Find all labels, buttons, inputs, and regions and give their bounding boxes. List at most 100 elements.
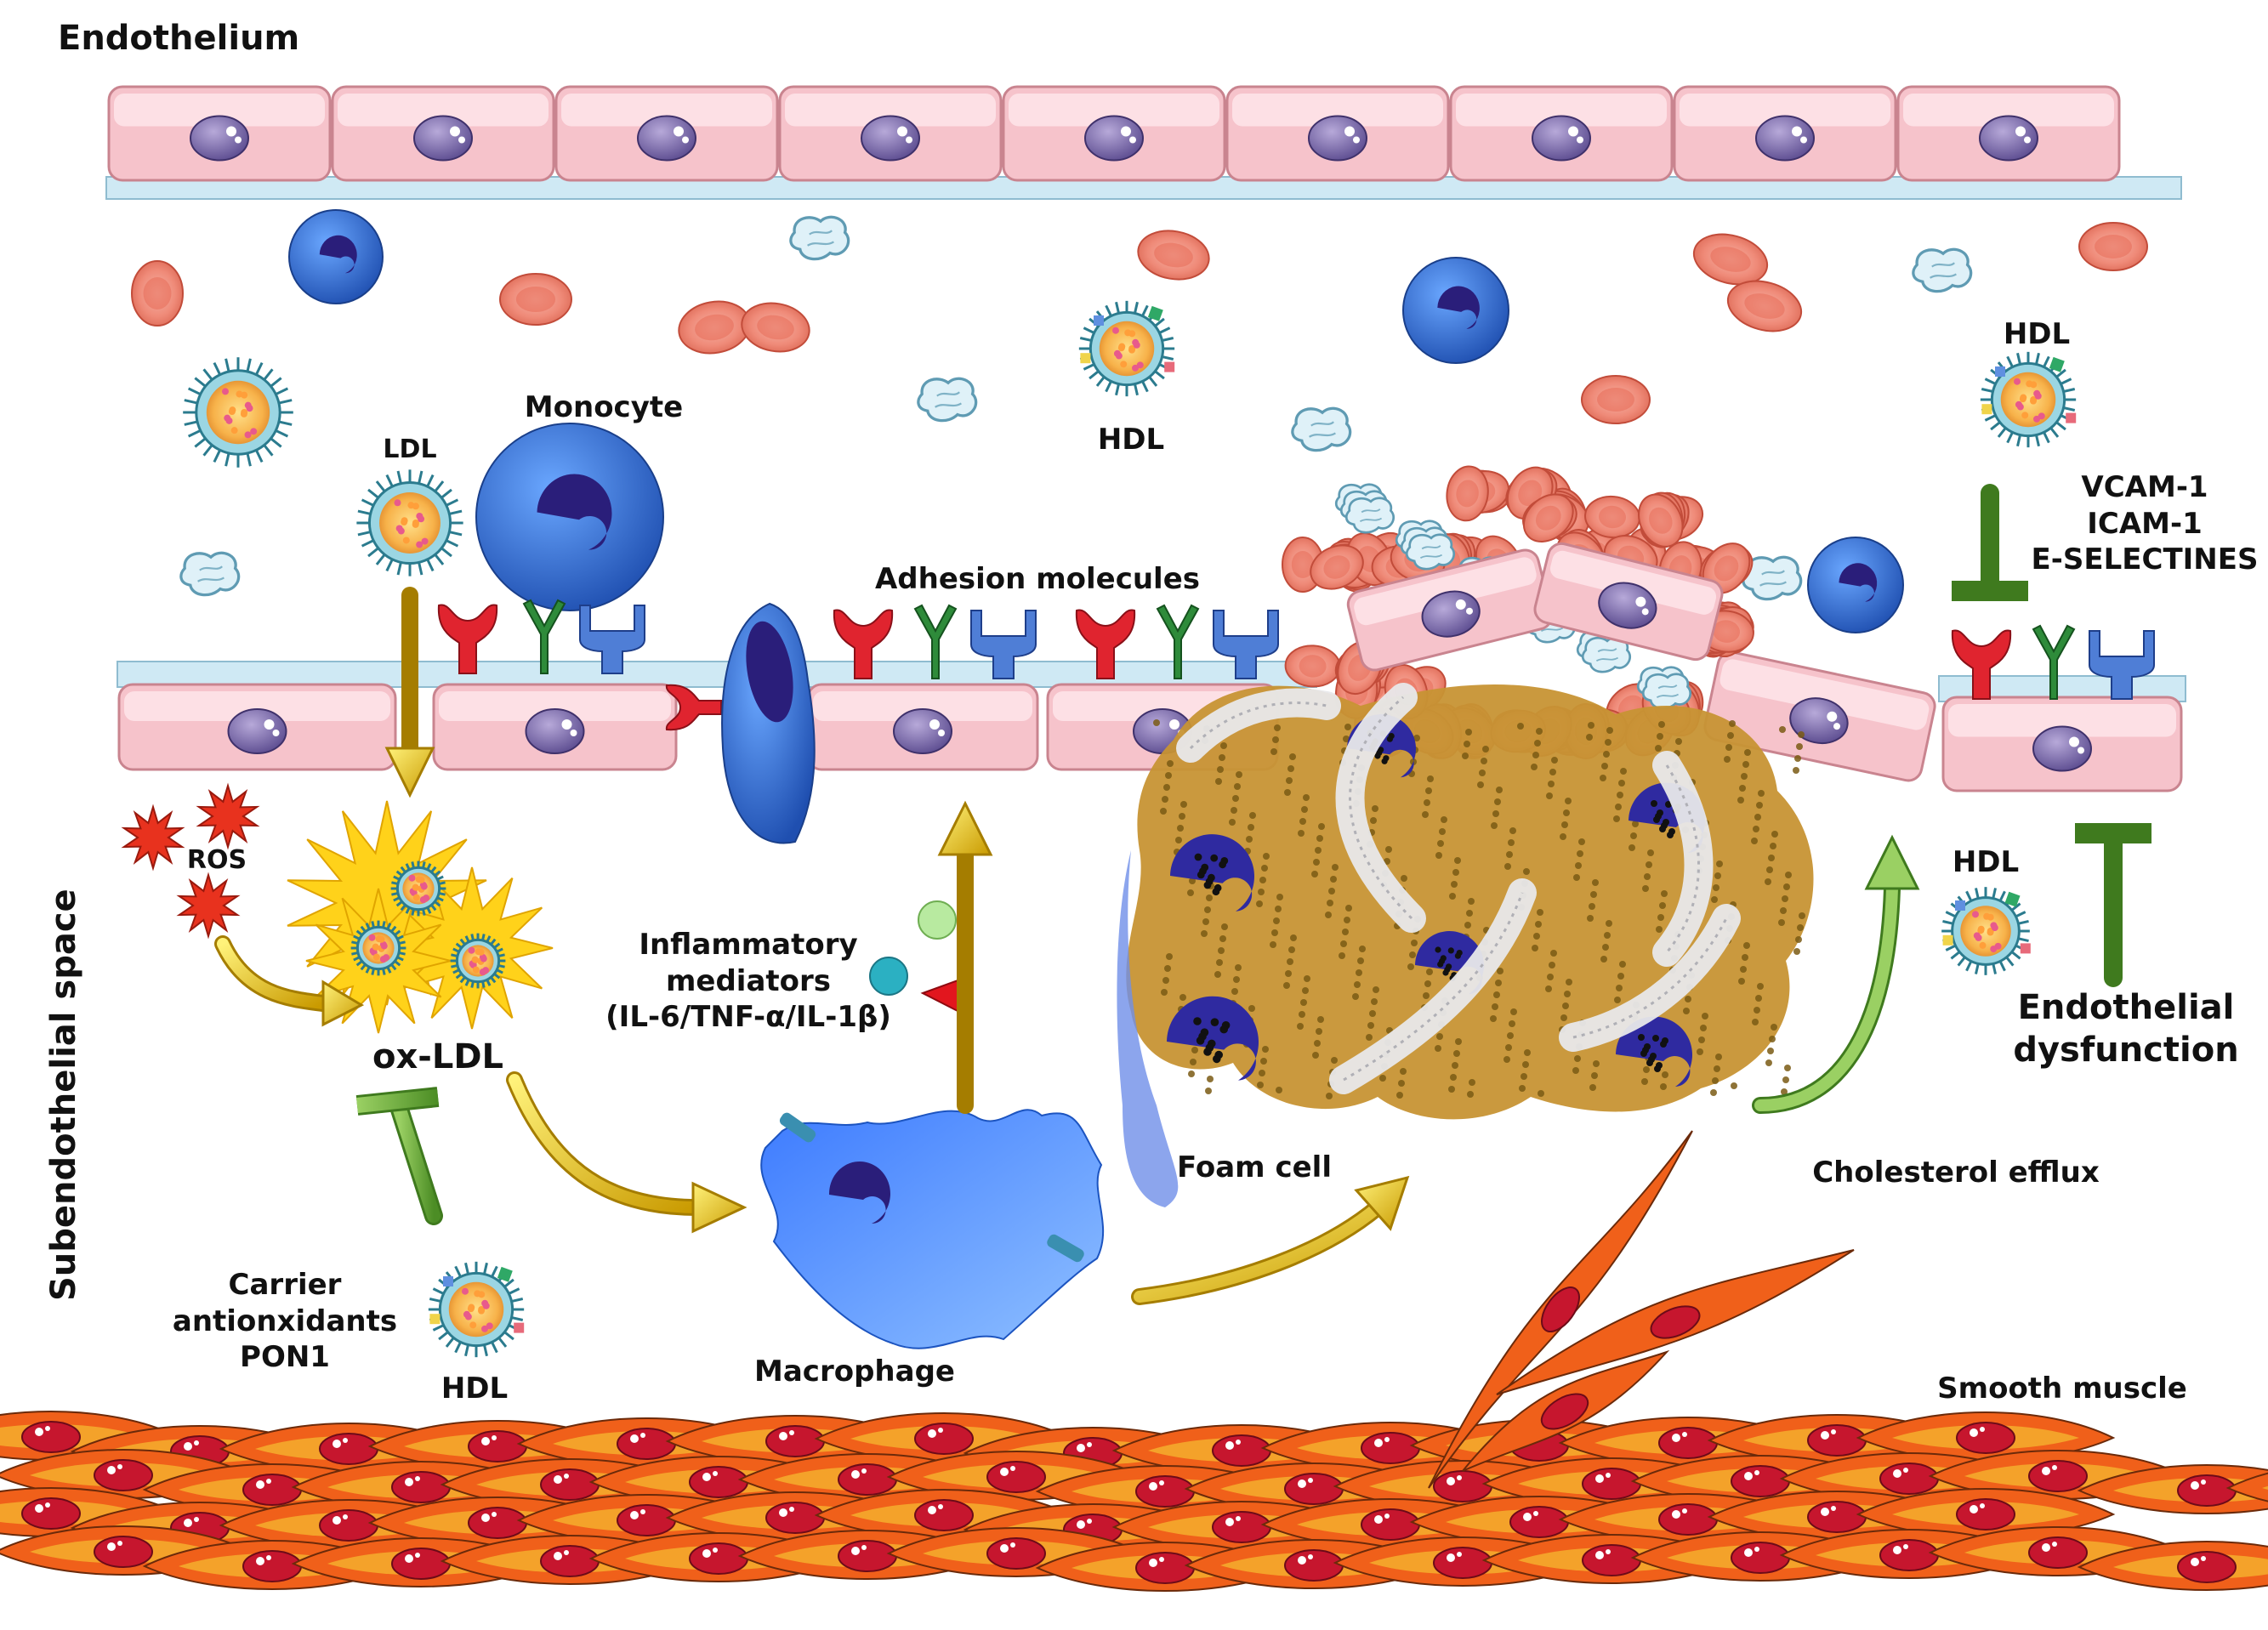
red-blood-cell xyxy=(741,302,810,353)
receptor-selectin xyxy=(1951,629,2012,700)
ldl-particle-lumen xyxy=(183,357,293,468)
smooth-muscle-nucleus xyxy=(94,1536,153,1568)
smooth-muscle-nucleus xyxy=(1433,1547,1492,1579)
smooth-muscle-nucleus xyxy=(1731,1465,1790,1497)
smooth-muscle-nucleus xyxy=(1879,1462,1939,1495)
receptor-icam xyxy=(2032,624,2076,700)
receptor-selectin xyxy=(1075,609,1136,679)
red-blood-cell xyxy=(1692,233,1769,286)
smooth-muscle-nucleus xyxy=(468,1507,527,1539)
endothelial-cell-top xyxy=(1225,85,1450,182)
smooth-muscle-nucleus xyxy=(1879,1539,1939,1571)
monocyte-nucleus xyxy=(1839,563,1878,602)
clot-platelet xyxy=(1344,497,1395,534)
inflammatory-line: Inflammatory xyxy=(639,928,858,962)
smooth-muscle-nucleus xyxy=(1135,1475,1195,1508)
smooth-muscle-nucleus xyxy=(1433,1470,1492,1502)
smooth-muscle-nucleus xyxy=(1807,1501,1867,1533)
smooth-muscle-nucleus xyxy=(1509,1506,1569,1538)
clot-platelet xyxy=(1581,636,1632,673)
smooth-muscle-nucleus xyxy=(1582,1544,1641,1576)
hdl-right-label: HDL xyxy=(1952,845,2020,879)
smooth-muscle-nucleus xyxy=(838,1463,897,1496)
endothelial-cell-top xyxy=(1896,85,2121,182)
smooth-muscle-cell-migrating xyxy=(1428,1130,1693,1489)
hdl-particle-top-right xyxy=(1980,351,2077,448)
smooth-muscle-nucleus xyxy=(1212,1511,1271,1543)
endothelial-cell-lifted xyxy=(1703,650,1936,782)
macrophage xyxy=(760,1109,1105,1349)
red-blood-cell xyxy=(2078,222,2148,271)
ox-ldl-burst xyxy=(287,800,487,1006)
smooth-muscle-layer xyxy=(0,1130,2268,1592)
smooth-muscle-nucleus xyxy=(2028,1460,2088,1492)
monocyte-adhering xyxy=(1807,537,1904,633)
arrow-oxldl-macrophage xyxy=(506,1071,747,1234)
smooth-muscle-nucleus xyxy=(242,1550,302,1582)
foam-cell-cluster xyxy=(1117,683,1814,1207)
nucleus xyxy=(1598,582,1657,629)
foam-cell-nucleus xyxy=(1170,834,1254,912)
monocyte-circulating xyxy=(1402,257,1509,364)
carrier-line: Carrier xyxy=(228,1268,342,1302)
cholesterol-crystal xyxy=(1652,751,1714,967)
endothelial-cell-top xyxy=(554,85,779,182)
smooth-muscle-nucleus xyxy=(21,1497,81,1530)
smooth-muscle-nucleus xyxy=(765,1425,825,1457)
adhesion-molecules-label: Adhesion molecules xyxy=(874,562,1201,596)
inflammatory-line: (IL-6/TNF-α/IL-1β) xyxy=(605,1000,891,1034)
monocyte-nucleus xyxy=(537,474,612,550)
smooth-muscle-nucleus xyxy=(1361,1508,1420,1541)
macrophage-nucleus xyxy=(828,1161,890,1224)
smooth-muscle-nucleus xyxy=(1284,1473,1344,1505)
smooth-muscle-nucleus xyxy=(319,1509,378,1542)
platelet xyxy=(179,551,241,597)
red-blood-cell xyxy=(499,273,572,326)
endothelium-label: Endothelium xyxy=(58,19,300,58)
smooth-muscle-cell-migrating xyxy=(1462,1349,1670,1472)
smooth-muscle-nucleus xyxy=(914,1423,974,1455)
arrow-macrophage-foam xyxy=(1131,1175,1410,1305)
smooth-muscle-nucleus xyxy=(1956,1498,2015,1531)
clot-red-blood-cell xyxy=(1310,544,1364,590)
cholesterol-efflux-label: Cholesterol efflux xyxy=(1812,1156,2100,1190)
ros-molecule xyxy=(176,872,241,940)
platelet xyxy=(917,377,978,423)
monocyte-main xyxy=(475,423,664,611)
ox-ldl-particle xyxy=(350,920,406,976)
endothelial-cell-top xyxy=(1449,85,1674,182)
ros-label: ROS xyxy=(186,845,247,875)
foam-cell-nucleus xyxy=(1167,996,1259,1081)
ros-molecule xyxy=(196,782,260,850)
receptor-icam xyxy=(913,604,958,679)
ox-ldl-particle xyxy=(450,933,506,989)
smooth-muscle-nucleus xyxy=(689,1466,748,1498)
ldl-label: LDL xyxy=(383,434,437,464)
platelet xyxy=(1291,406,1352,452)
smooth-muscle-nucleus xyxy=(391,1548,451,1580)
endothelial-cell-right xyxy=(1941,696,2183,792)
endothelial-cell-top xyxy=(1002,85,1226,182)
hdl-bottom-label: HDL xyxy=(441,1372,509,1406)
mediator-sphere-teal xyxy=(869,957,908,996)
smooth-muscle-nucleus xyxy=(1135,1552,1195,1584)
endothelial-cell-top xyxy=(778,85,1003,182)
monocyte-transmigrating xyxy=(721,602,816,844)
ldl-particle xyxy=(356,469,463,576)
endothelial-cell-lower xyxy=(117,683,397,771)
clot-red-blood-cell xyxy=(1638,493,1684,548)
smooth-muscle-nucleus xyxy=(2177,1551,2237,1583)
smooth-muscle-nucleus xyxy=(468,1430,527,1462)
smooth-muscle-nucleus xyxy=(1658,1427,1718,1459)
foam-cell-nucleus xyxy=(1415,931,1484,995)
smooth-muscle-cell-migrating xyxy=(1496,1249,1855,1395)
hdl-top-right-label: HDL xyxy=(2003,317,2071,351)
arrow-ldl-entry xyxy=(384,587,435,798)
platelet xyxy=(1912,247,1973,293)
smooth-muscle-nucleus xyxy=(617,1428,676,1460)
smooth-muscle-nucleus xyxy=(617,1504,676,1536)
receptor-vcam xyxy=(579,605,645,674)
endothelial-cell-lifted xyxy=(1346,548,1554,672)
adhesion-list-item: ICAM-1 xyxy=(2087,506,2203,541)
